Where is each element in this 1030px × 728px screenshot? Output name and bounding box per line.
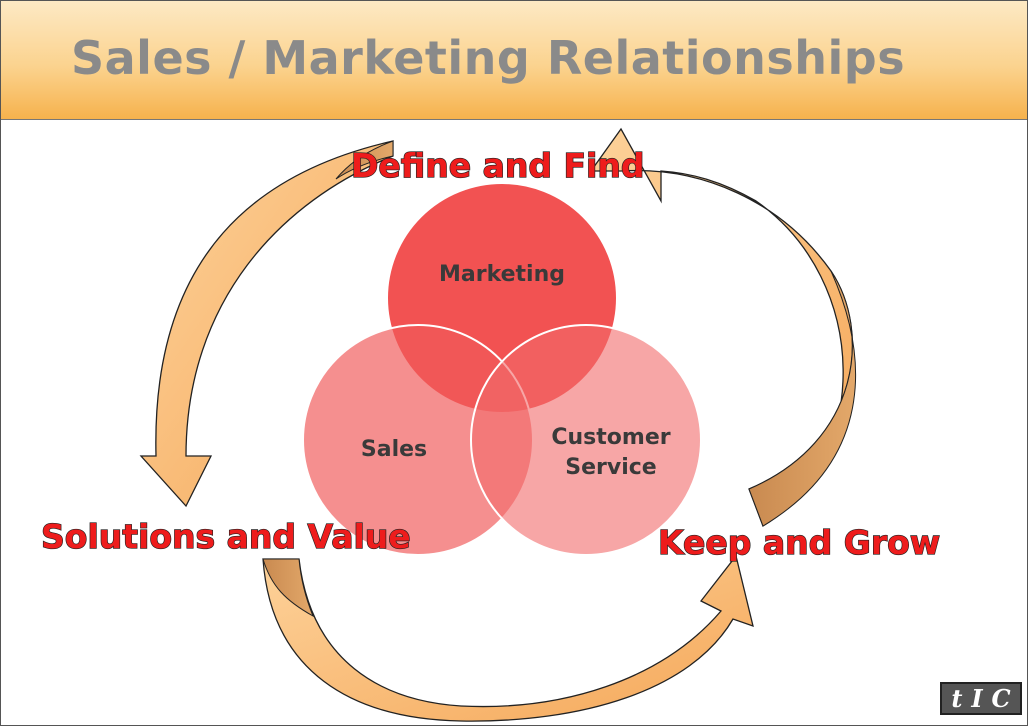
title-band: Sales / Marketing Relationships: [1, 1, 1027, 120]
keep-and-grow-label: Keep and Grow: [658, 523, 940, 562]
logo-letter-i: I: [971, 683, 983, 713]
logo-letter-t: t: [951, 683, 963, 713]
solutions-and-value-label: Solutions and Value: [41, 517, 411, 556]
logo-letter-c: C: [991, 683, 1011, 713]
customer-service-label-line2: Service: [565, 455, 656, 480]
tic-logo: t I C: [940, 682, 1022, 715]
customer-service-circle: [470, 324, 702, 556]
customer-service-label-line1: Customer: [551, 425, 670, 450]
define-and-find-label: Define and Find: [351, 146, 644, 185]
arrow-solutions-to-keep: [262, 554, 754, 722]
slide-title: Sales / Marketing Relationships: [71, 31, 906, 85]
arrow-define-to-solutions: [139, 140, 394, 508]
sales-label: Sales: [361, 437, 427, 462]
marketing-label: Marketing: [439, 262, 565, 287]
arrow-keep-to-define: [589, 127, 857, 527]
